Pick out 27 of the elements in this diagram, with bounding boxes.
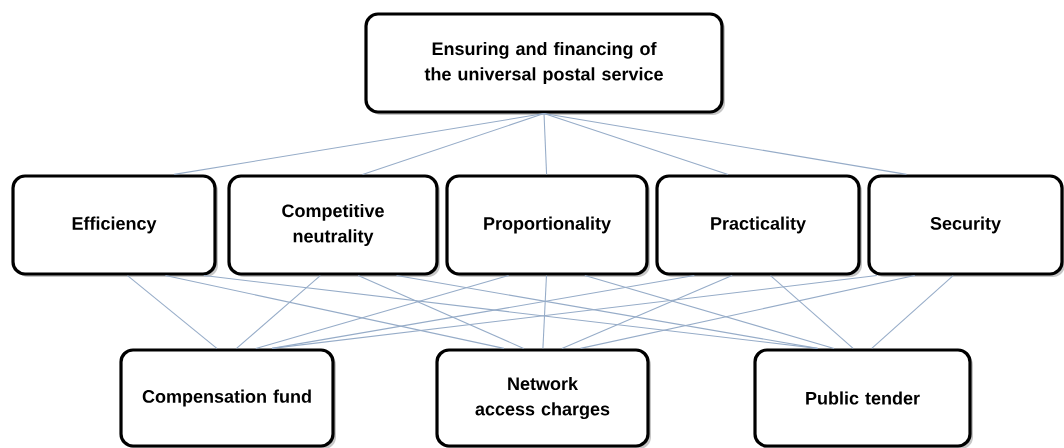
node-box: Practicality xyxy=(655,174,862,277)
connector-line xyxy=(357,275,525,349)
connector-line xyxy=(770,275,854,349)
connector-line xyxy=(580,275,916,349)
connector-line xyxy=(255,275,510,349)
connector-line xyxy=(542,275,547,349)
connector-line xyxy=(173,113,545,175)
connector-line xyxy=(543,113,908,175)
connector-line xyxy=(271,275,695,349)
connector-line xyxy=(561,275,733,349)
connector-line xyxy=(871,275,954,349)
node-box: Ensuring and financing of the universal postal service xyxy=(364,12,725,115)
connector-line xyxy=(271,275,878,349)
node-box: Efficiency xyxy=(11,174,218,277)
node-box: Compensation fund xyxy=(119,348,336,448)
connector-line xyxy=(584,275,835,349)
connector-line xyxy=(362,113,545,175)
connector-line xyxy=(164,275,505,349)
node-box: Security xyxy=(867,174,1064,277)
connector-line xyxy=(396,275,819,349)
node-box: Proportionality xyxy=(445,174,650,277)
connector-line xyxy=(543,113,548,175)
node-box: Competitive neutrality xyxy=(227,174,440,277)
node-box: Public tender xyxy=(753,348,973,448)
connector-line xyxy=(236,275,321,349)
connector-line xyxy=(127,275,218,349)
node-box: Network access charges xyxy=(435,348,651,448)
